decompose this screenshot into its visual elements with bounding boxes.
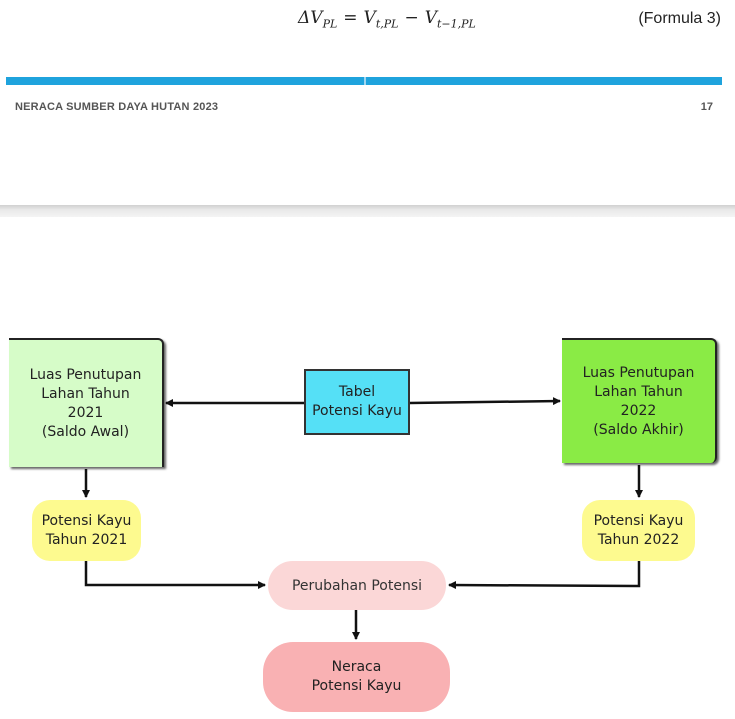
- formula-equals: =: [343, 8, 358, 28]
- left-box-saldo-awal: Luas Penutupan Lahan Tahun 2021 (Saldo A…: [9, 338, 164, 467]
- pill-neraca-label: Neraca Potensi Kayu: [311, 659, 402, 694]
- formula-reference: (Formula 3): [638, 10, 721, 27]
- page-number: 17: [700, 101, 713, 113]
- pill-neraca-potensi: Neraca Potensi Kayu: [263, 642, 450, 712]
- formula-3: ΔVPL=Vt,PL−Vt−1,PL: [298, 8, 476, 30]
- formula-term2: V: [424, 8, 437, 28]
- left-box-label: Luas Penutupan Lahan Tahun 2021 (Saldo A…: [29, 366, 142, 440]
- page-bottom: [0, 217, 735, 719]
- page-separator: [0, 205, 735, 217]
- pill-potensi-2021: Potensi Kayu Tahun 2021: [32, 500, 141, 561]
- formula-lhs: ΔV: [298, 8, 323, 28]
- center-box-tabel-potensi: Tabel Potensi Kayu: [304, 369, 410, 435]
- pill-potensi-2022: Potensi Kayu Tahun 2022: [582, 500, 695, 561]
- pill-perubahan-potensi: Perubahan Potensi: [268, 561, 446, 610]
- right-box-saldo-akhir: Luas Penutupan Lahan Tahun 2022 (Saldo A…: [562, 338, 717, 463]
- formula-term1: V: [363, 8, 376, 28]
- pill-perubahan-label: Perubahan Potensi: [291, 577, 423, 594]
- right-box-label: Luas Penutupan Lahan Tahun 2022 (Saldo A…: [582, 364, 695, 438]
- center-box-label: Tabel Potensi Kayu: [312, 384, 402, 419]
- footer-title: NERACA SUMBER DAYA HUTAN 2023: [15, 101, 219, 113]
- formula-minus: −: [404, 8, 419, 28]
- pill-potensi-2021-label: Potensi Kayu Tahun 2021: [41, 512, 132, 548]
- footer-accent-bar: [6, 77, 722, 85]
- page-top: ΔVPL=Vt,PL−Vt−1,PL (Formula 3) NERACA SU…: [0, 0, 735, 205]
- formula-term1-sub: t,PL: [375, 17, 399, 31]
- formula-lhs-sub: PL: [322, 17, 338, 31]
- formula-term2-sub: t−1,PL: [436, 17, 476, 31]
- pill-potensi-2022-label: Potensi Kayu Tahun 2022: [593, 512, 684, 548]
